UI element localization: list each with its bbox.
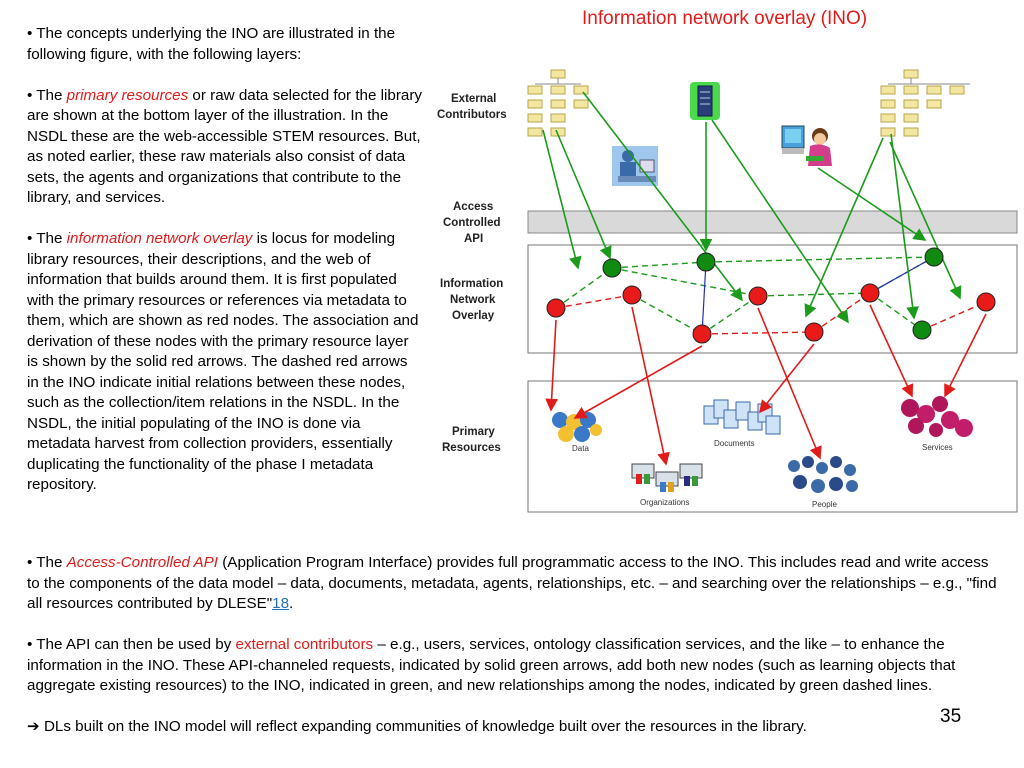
ino-node-red (546, 298, 566, 318)
ino-node-red (804, 322, 824, 342)
resource-label-people: People (812, 500, 837, 509)
primary-layer-box (527, 380, 1018, 513)
ino-nodes (546, 247, 996, 344)
term-information-network-overlay: information network overlay (66, 230, 253, 247)
api-layer-bar (527, 210, 1018, 234)
ino-node-green (602, 258, 622, 278)
resource-label-organizations: Organizations (640, 498, 689, 507)
term-external-contributors: external contributors (235, 636, 374, 653)
ino-node-green (924, 247, 944, 267)
ino-node-green (696, 252, 716, 272)
page-number: 35 (940, 706, 962, 727)
paragraph-api: • The Access-Controlled API (Application… (27, 554, 997, 612)
organizations-icon (631, 463, 703, 492)
org-chart-icon (880, 69, 970, 137)
ino-node-red (692, 324, 712, 344)
resource-label-services: Services (922, 443, 953, 452)
arrow-icon: ➔ (27, 718, 40, 735)
ino-node-green (912, 320, 932, 340)
person-at-computer-icon (781, 125, 832, 166)
ino-layer-box (527, 244, 1018, 354)
server-icon (690, 82, 720, 120)
green-api-arrows (542, 91, 962, 324)
paragraph-intro: • The concepts underlying the INO are il… (27, 25, 396, 63)
term-access-controlled-api: Access-Controlled API (66, 554, 219, 571)
bottom-text-column: • The Access-Controlled API (Application… (27, 553, 997, 758)
paragraph-primary-resources: • The primary resources or raw data sele… (27, 86, 423, 207)
resource-label-data: Data (572, 444, 589, 453)
ino-node-red (622, 285, 642, 305)
ino-blue-link (701, 261, 707, 335)
paragraph-external-contributors: • The API can then be used by external c… (27, 636, 956, 694)
documents-icon (703, 399, 781, 435)
paragraph-ino: • The information network overlay is loc… (27, 230, 419, 493)
ino-node-red (748, 286, 768, 306)
red-derivation-arrows (545, 304, 987, 466)
term-primary-resources: primary resources (66, 86, 189, 104)
ino-node-red (860, 283, 880, 303)
org-chart-icon (527, 69, 589, 137)
left-text-column: • The concepts underlying the INO are il… (27, 24, 422, 516)
resource-label-documents: Documents (714, 439, 754, 448)
services-icon (901, 396, 973, 437)
footnote-link[interactable]: 18 (272, 595, 290, 612)
ino-blue-link (869, 256, 935, 294)
ino-node-red (976, 292, 996, 312)
slide-title: Information network overlay (INO) (582, 8, 868, 29)
paragraph-conclusion: ➔ DLs built on the INO model will reflec… (27, 718, 807, 735)
people-icon (788, 456, 858, 493)
